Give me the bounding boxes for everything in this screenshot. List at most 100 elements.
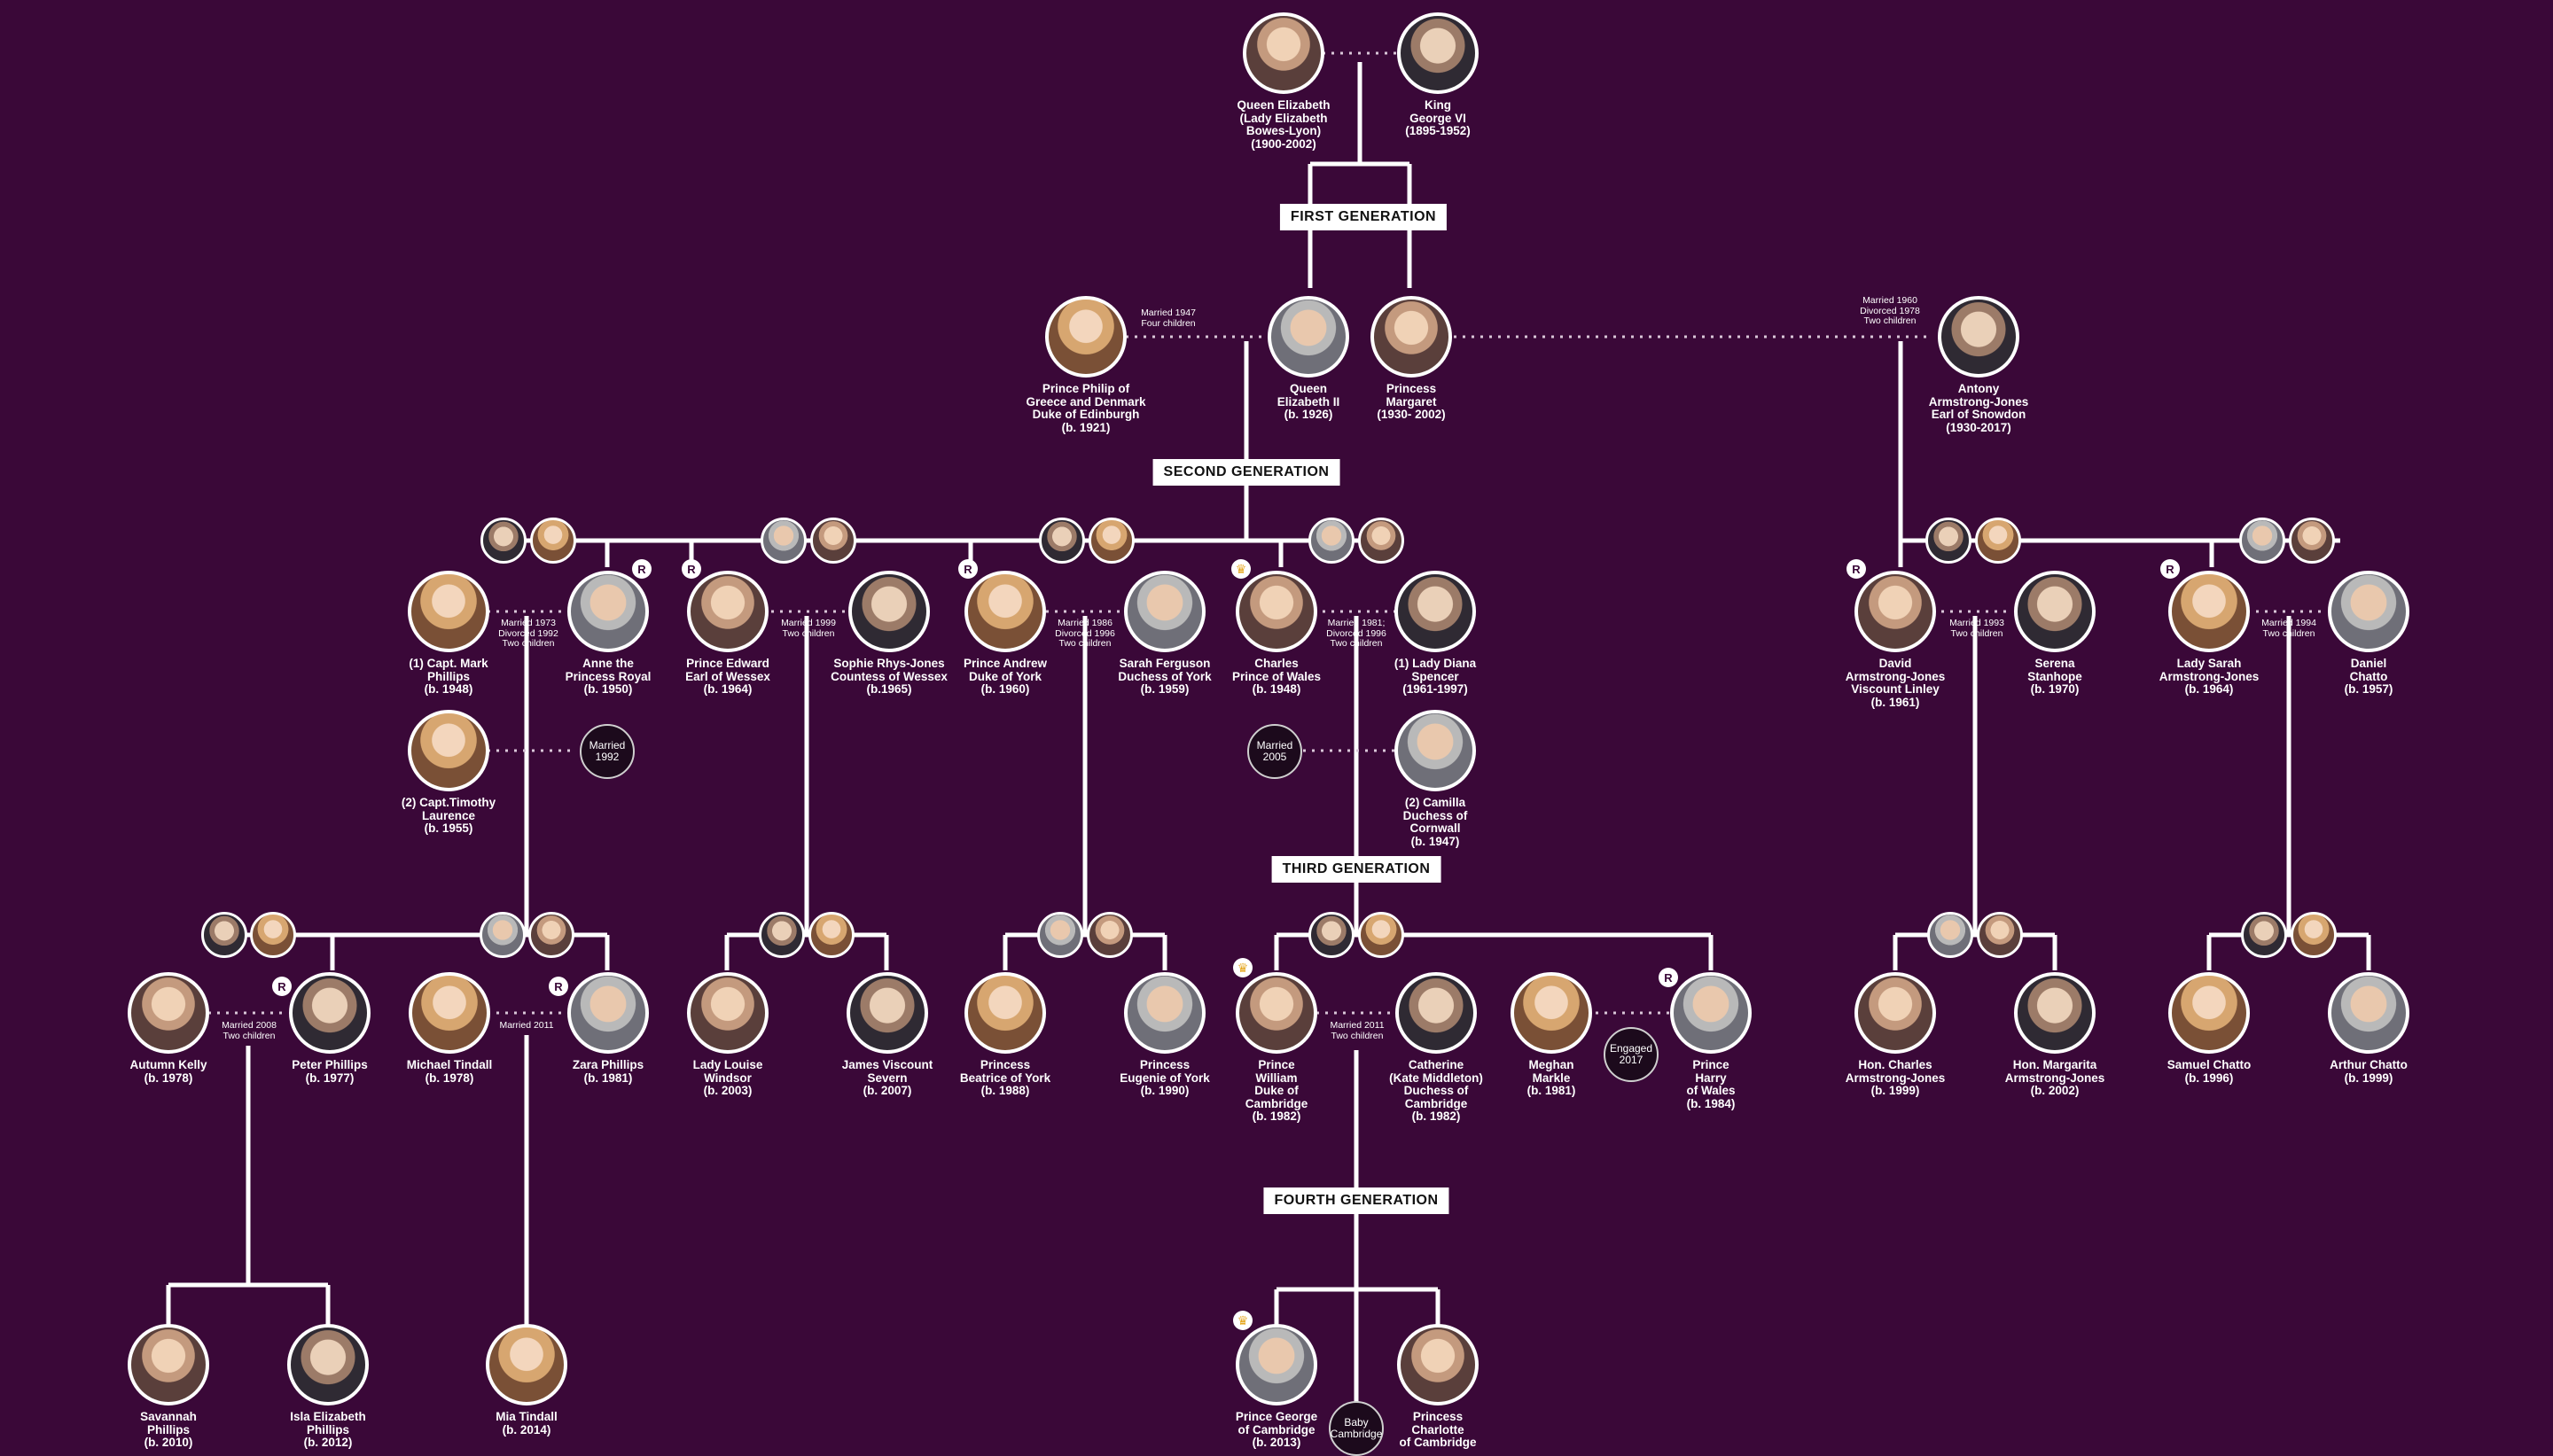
- portrait-photo: [1045, 296, 1127, 378]
- person-harry[interactable]: Prince Harry of Wales (b. 1984): [1609, 972, 1813, 1110]
- person-sarah-aj[interactable]: Lady Sarah Armstrong-Jones (b. 1964): [2107, 571, 2311, 697]
- remarried-badge: R: [958, 559, 978, 579]
- person-camilla[interactable]: (2) Camilla Duchess of Cornwall (b. 1947…: [1333, 710, 1537, 848]
- person-name: Prince William Duke of Cambridge (b. 198…: [1245, 1058, 1308, 1123]
- person-savannah[interactable]: Savannah Phillips (b. 2010): [66, 1324, 270, 1450]
- person-mike[interactable]: Michael Tindall (b. 1978): [347, 972, 551, 1085]
- marriage-note: Married 1994 Two children: [2261, 618, 2316, 639]
- person-sophie[interactable]: Sophie Rhys-Jones Countess of Wessex (b.…: [787, 571, 991, 697]
- portrait-photo: [1236, 571, 1317, 652]
- remarried-badge: R: [632, 559, 652, 579]
- person-mia[interactable]: Mia Tindall (b. 2014): [425, 1324, 628, 1437]
- portrait-photo: [128, 972, 209, 1054]
- person-william[interactable]: Prince William Duke of Cambridge (b. 198…: [1175, 972, 1378, 1124]
- parent-thumbnail-philip: [1358, 518, 1404, 564]
- person-serena[interactable]: Serena Stanhope (b. 1970): [1953, 571, 2157, 697]
- portrait-photo: [409, 972, 490, 1054]
- person-name: Arthur Chatto (b. 1999): [2330, 1058, 2408, 1085]
- person-arthur[interactable]: Arthur Chatto (b. 1999): [2267, 972, 2471, 1085]
- marriage-bubble-harry-meghan: Engaged 2017: [1604, 1027, 1659, 1082]
- person-name: Peter Phillips (b. 1977): [292, 1058, 368, 1085]
- portrait-photo: [567, 571, 649, 652]
- person-name: King George VI (1895-1952): [1405, 98, 1471, 137]
- person-daniel[interactable]: Daniel Chatto (b. 1957): [2267, 571, 2471, 697]
- person-name: Catherine (Kate Middleton) Duchess of Ca…: [1389, 1058, 1483, 1123]
- person-louise[interactable]: Lady Louise Windsor (b. 2003): [626, 972, 830, 1098]
- person-david[interactable]: David Armstrong-Jones Viscount Linley (b…: [1793, 571, 1997, 709]
- parent-thumbnail-anne: [528, 912, 574, 958]
- portrait-photo: [1854, 972, 1936, 1054]
- portrait-photo: [2168, 571, 2250, 652]
- remarried-badge: R: [1659, 968, 1678, 987]
- parent-thumbnail-antony: [2289, 518, 2335, 564]
- person-zara[interactable]: Zara Phillips (b. 1981): [506, 972, 710, 1085]
- person-charlotte[interactable]: Princess Charlotte of Cambridge: [1336, 1324, 1540, 1450]
- remarried-badge: R: [682, 559, 701, 579]
- person-eugenie[interactable]: Princess Eugenie of York (b. 1990): [1063, 972, 1267, 1098]
- person-peter[interactable]: Peter Phillips (b. 1977): [228, 972, 432, 1085]
- parent-thumbnail-david: [1927, 912, 1973, 958]
- portrait-photo: [1124, 972, 1206, 1054]
- parent-thumbnail-charles: [1308, 912, 1355, 958]
- person-name: Sarah Ferguson Duchess of York (b. 1959): [1118, 657, 1212, 696]
- portrait-photo: [1670, 972, 1752, 1054]
- crown-icon: ♛: [1231, 559, 1251, 579]
- person-beatrice[interactable]: Princess Beatrice of York (b. 1988): [903, 972, 1107, 1098]
- person-timothy[interactable]: (2) Capt.Timothy Laurence (b. 1955): [347, 710, 550, 836]
- marriage-bubble-charles-camilla: Married 2005: [1247, 724, 1302, 779]
- person-name: David Armstrong-Jones Viscount Linley (b…: [1845, 657, 1946, 709]
- person-margarita[interactable]: Hon. Margarita Armstrong-Jones (b. 2002): [1953, 972, 2157, 1098]
- crown-icon: ♛: [1233, 958, 1253, 977]
- person-name: Princess Beatrice of York (b. 1988): [959, 1058, 1051, 1097]
- person-anne[interactable]: Anne the Princess Royal (b. 1950): [506, 571, 710, 697]
- person-sarah[interactable]: Sarah Ferguson Duchess of York (b. 1959): [1063, 571, 1267, 697]
- person-name: Autumn Kelly (b. 1978): [129, 1058, 207, 1085]
- marriage-note: Married 2008 Two children: [222, 1020, 277, 1041]
- person-name: Zara Phillips (b. 1981): [572, 1058, 644, 1085]
- person-name: (2) Capt.Timothy Laurence (b. 1955): [401, 796, 496, 835]
- person-samuel[interactable]: Samuel Chatto (b. 1996): [2107, 972, 2311, 1085]
- person-charles[interactable]: Charles Prince of Wales (b. 1948): [1175, 571, 1378, 697]
- portrait-photo: [1370, 296, 1452, 378]
- person-elizabeth-ii[interactable]: Queen Elizabeth II (b. 1926): [1206, 296, 1410, 422]
- person-name: (1) Capt. Mark Phillips (b. 1948): [409, 657, 488, 696]
- person-isla[interactable]: Isla Elizabeth Phillips (b. 2012): [226, 1324, 430, 1450]
- person-name: James Viscount Severn (b. 2007): [841, 1058, 933, 1097]
- person-queen-mother[interactable]: Queen Elizabeth (Lady Elizabeth Bowes-Ly…: [1182, 12, 1386, 151]
- person-name: Hon. Charles Armstrong-Jones (b. 1999): [1845, 1058, 1946, 1097]
- portrait-photo: [1236, 1324, 1317, 1405]
- person-philip[interactable]: Prince Philip of Greece and Denmark Duke…: [984, 296, 1188, 434]
- portrait-photo: [1938, 296, 2019, 378]
- person-margaret[interactable]: Princess Margaret (1930- 2002): [1309, 296, 1513, 422]
- person-edward[interactable]: Prince Edward Earl of Wessex (b. 1964): [626, 571, 830, 697]
- person-george-vi[interactable]: King George VI (1895-1952): [1336, 12, 1540, 138]
- person-antony[interactable]: Antony Armstrong-Jones Earl of Snowdon (…: [1877, 296, 2081, 434]
- person-autumn[interactable]: Autumn Kelly (b. 1978): [66, 972, 270, 1085]
- generation-label-third: THIRD GENERATION: [1271, 856, 1441, 883]
- marriage-note: Married 1986 Divorced 1996 Two children: [1055, 618, 1115, 649]
- parent-thumbnail-antony: [1975, 518, 2021, 564]
- portrait-photo: [128, 1324, 209, 1405]
- portrait-photo: [1397, 12, 1479, 94]
- person-james[interactable]: James Viscount Severn (b. 2007): [785, 972, 989, 1098]
- person-name: (1) Lady Diana Spencer (1961-1997): [1394, 657, 1477, 696]
- portrait-photo: [408, 710, 489, 791]
- person-meghan[interactable]: Meghan Markle (b. 1981): [1449, 972, 1653, 1098]
- parent-thumbnail-anne: [250, 912, 296, 958]
- parent-thumbnail-elizabeth-ii: [1039, 518, 1085, 564]
- person-andrew[interactable]: Prince Andrew Duke of York (b. 1960): [903, 571, 1107, 697]
- person-name: Princess Margaret (1930- 2002): [1377, 382, 1446, 421]
- person-mark-phillips[interactable]: (1) Capt. Mark Phillips (b. 1948): [347, 571, 550, 697]
- portrait-photo: [567, 972, 649, 1054]
- person-charles-aj[interactable]: Hon. Charles Armstrong-Jones (b. 1999): [1793, 972, 1997, 1098]
- person-george[interactable]: Prince George of Cambridge (b. 2013): [1175, 1324, 1378, 1450]
- person-name: Isla Elizabeth Phillips (b. 2012): [290, 1410, 366, 1449]
- portrait-photo: [964, 972, 1046, 1054]
- person-name: Queen Elizabeth (Lady Elizabeth Bowes-Ly…: [1237, 98, 1331, 151]
- person-name: Queen Elizabeth II (b. 1926): [1276, 382, 1340, 421]
- person-catherine[interactable]: Catherine (Kate Middleton) Duchess of Ca…: [1334, 972, 1538, 1124]
- person-diana[interactable]: (1) Lady Diana Spencer (1961-1997): [1333, 571, 1537, 697]
- parent-thumbnail-andrew: [1037, 912, 1083, 958]
- parent-thumbnail-philip: [810, 518, 856, 564]
- parent-thumbnail-sarah: [1087, 912, 1133, 958]
